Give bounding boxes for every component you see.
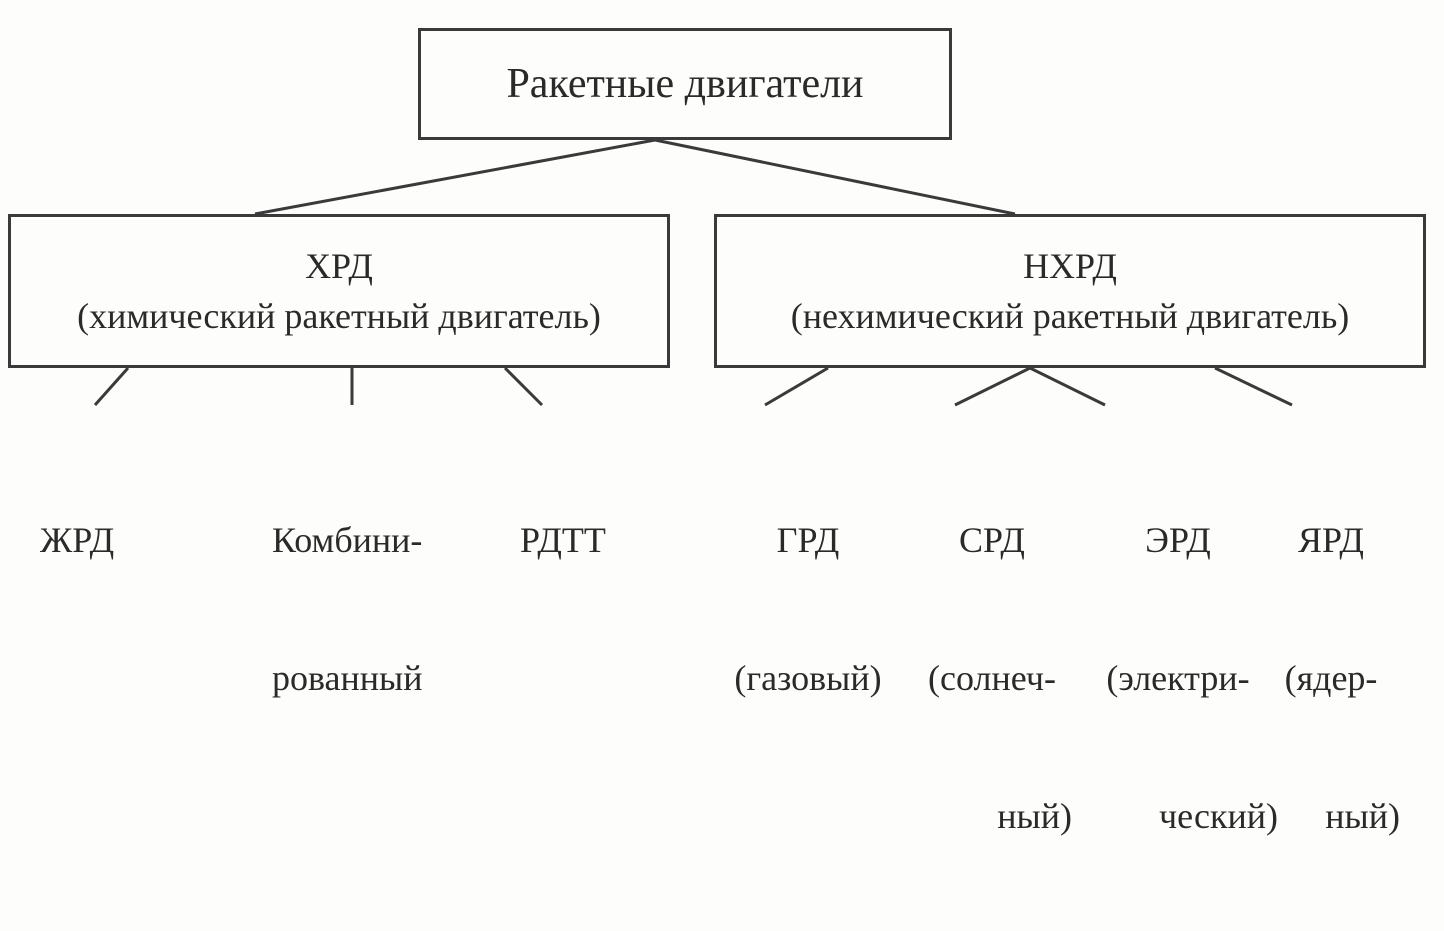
- chemical-abbr: ХРД: [305, 246, 373, 286]
- connector-nonchemical-erd: [1029, 366, 1106, 407]
- connector-nonchemical-srd: [954, 366, 1031, 407]
- connector-root-nonchemical: [654, 138, 1016, 216]
- leaf-srd-desc2: ный): [997, 796, 1072, 836]
- connector-chemical-zhrd: [93, 367, 130, 406]
- leaf-grd: ГРД (газовый): [722, 425, 894, 793]
- leaf-srd: СРД (солнеч- ный): [912, 425, 1072, 931]
- leaf-rdtt-abbr: РДТТ: [520, 520, 606, 560]
- leaf-zhrd: ЖРД: [40, 425, 114, 655]
- leaf-srd-desc1: (солнеч-: [928, 658, 1056, 698]
- nonchemical-abbr: НХРД: [1023, 246, 1117, 286]
- leaf-rdtt: РДТТ: [520, 425, 606, 655]
- leaf-erd-abbr: ЭРД: [1145, 520, 1211, 560]
- chemical-node: ХРД (химический ракетный двигатель): [8, 214, 670, 368]
- diagram: Ракетные двигатели ХРД (химический ракет…: [8, 28, 1426, 836]
- chemical-full: (химический ракетный двигатель): [77, 296, 601, 336]
- leaf-yard-desc2: ный): [1325, 796, 1400, 836]
- connector-root-chemical: [254, 138, 656, 216]
- leaf-combined-line2: рованный: [272, 658, 423, 698]
- leaf-combined-line1: Комбини-: [272, 520, 423, 560]
- root-node: Ракетные двигатели: [418, 28, 952, 140]
- connector-nonchemical-yard: [1214, 366, 1293, 407]
- leaf-erd-desc2: ческий): [1159, 796, 1278, 836]
- leaf-zhrd-abbr: ЖРД: [40, 520, 115, 560]
- leaf-erd-desc1: (электри-: [1106, 658, 1250, 698]
- leaf-erd: ЭРД (электри- ческий): [1078, 425, 1278, 931]
- leaf-yard-desc1: (ядер-: [1284, 658, 1378, 698]
- leaf-srd-abbr: СРД: [959, 520, 1025, 560]
- connector-chemical-rdtt: [503, 366, 544, 407]
- nonchemical-full: (нехимический ракетный двигатель): [790, 296, 1350, 336]
- connector-lines: [93, 138, 1293, 407]
- leaf-grd-desc: (газовый): [734, 658, 882, 698]
- connector-nonchemical-grd: [764, 366, 829, 407]
- leaf-grd-abbr: ГРД: [776, 520, 840, 560]
- leaf-yard: ЯРД (ядер- ный): [1262, 425, 1400, 931]
- nonchemical-node: НХРД (нехимический ракетный двигатель): [714, 214, 1426, 368]
- leaf-yard-abbr: ЯРД: [1298, 520, 1364, 560]
- leaf-combined: Комбини- рованный: [272, 425, 423, 793]
- root-label: Ракетные двигатели: [506, 61, 864, 107]
